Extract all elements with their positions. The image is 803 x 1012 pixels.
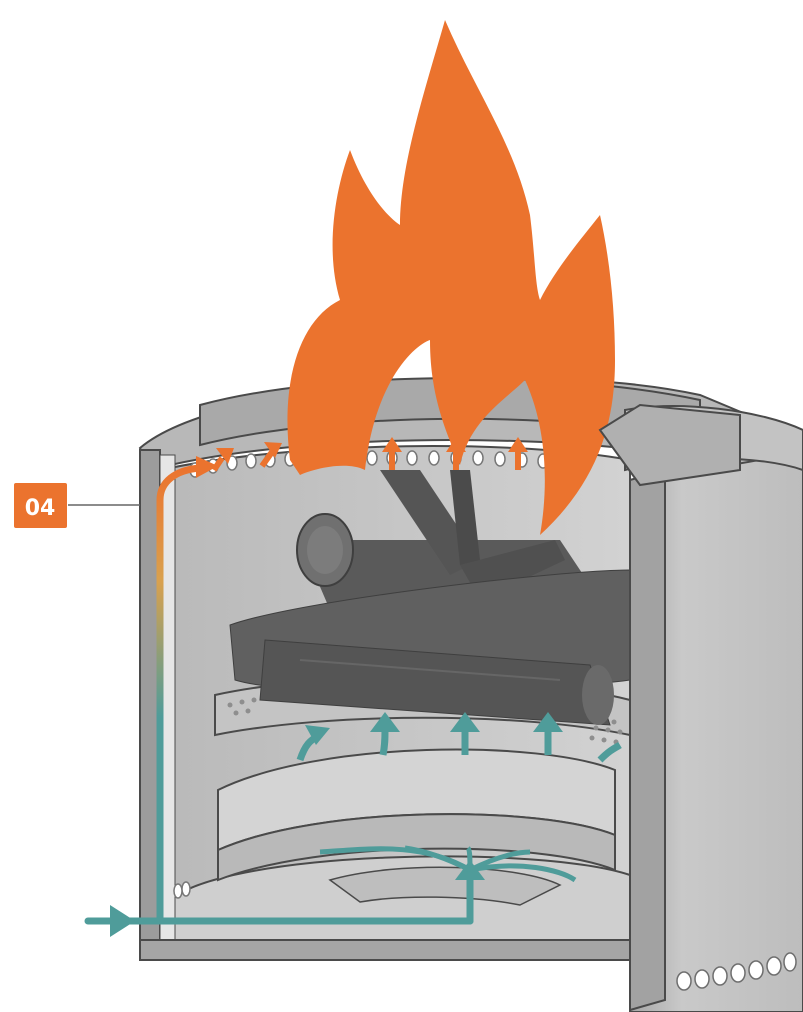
step-badge-label: 04 xyxy=(25,496,56,521)
outer-shell xyxy=(600,405,803,1012)
step-callout: 04 xyxy=(14,483,140,528)
base-floor xyxy=(140,940,630,960)
